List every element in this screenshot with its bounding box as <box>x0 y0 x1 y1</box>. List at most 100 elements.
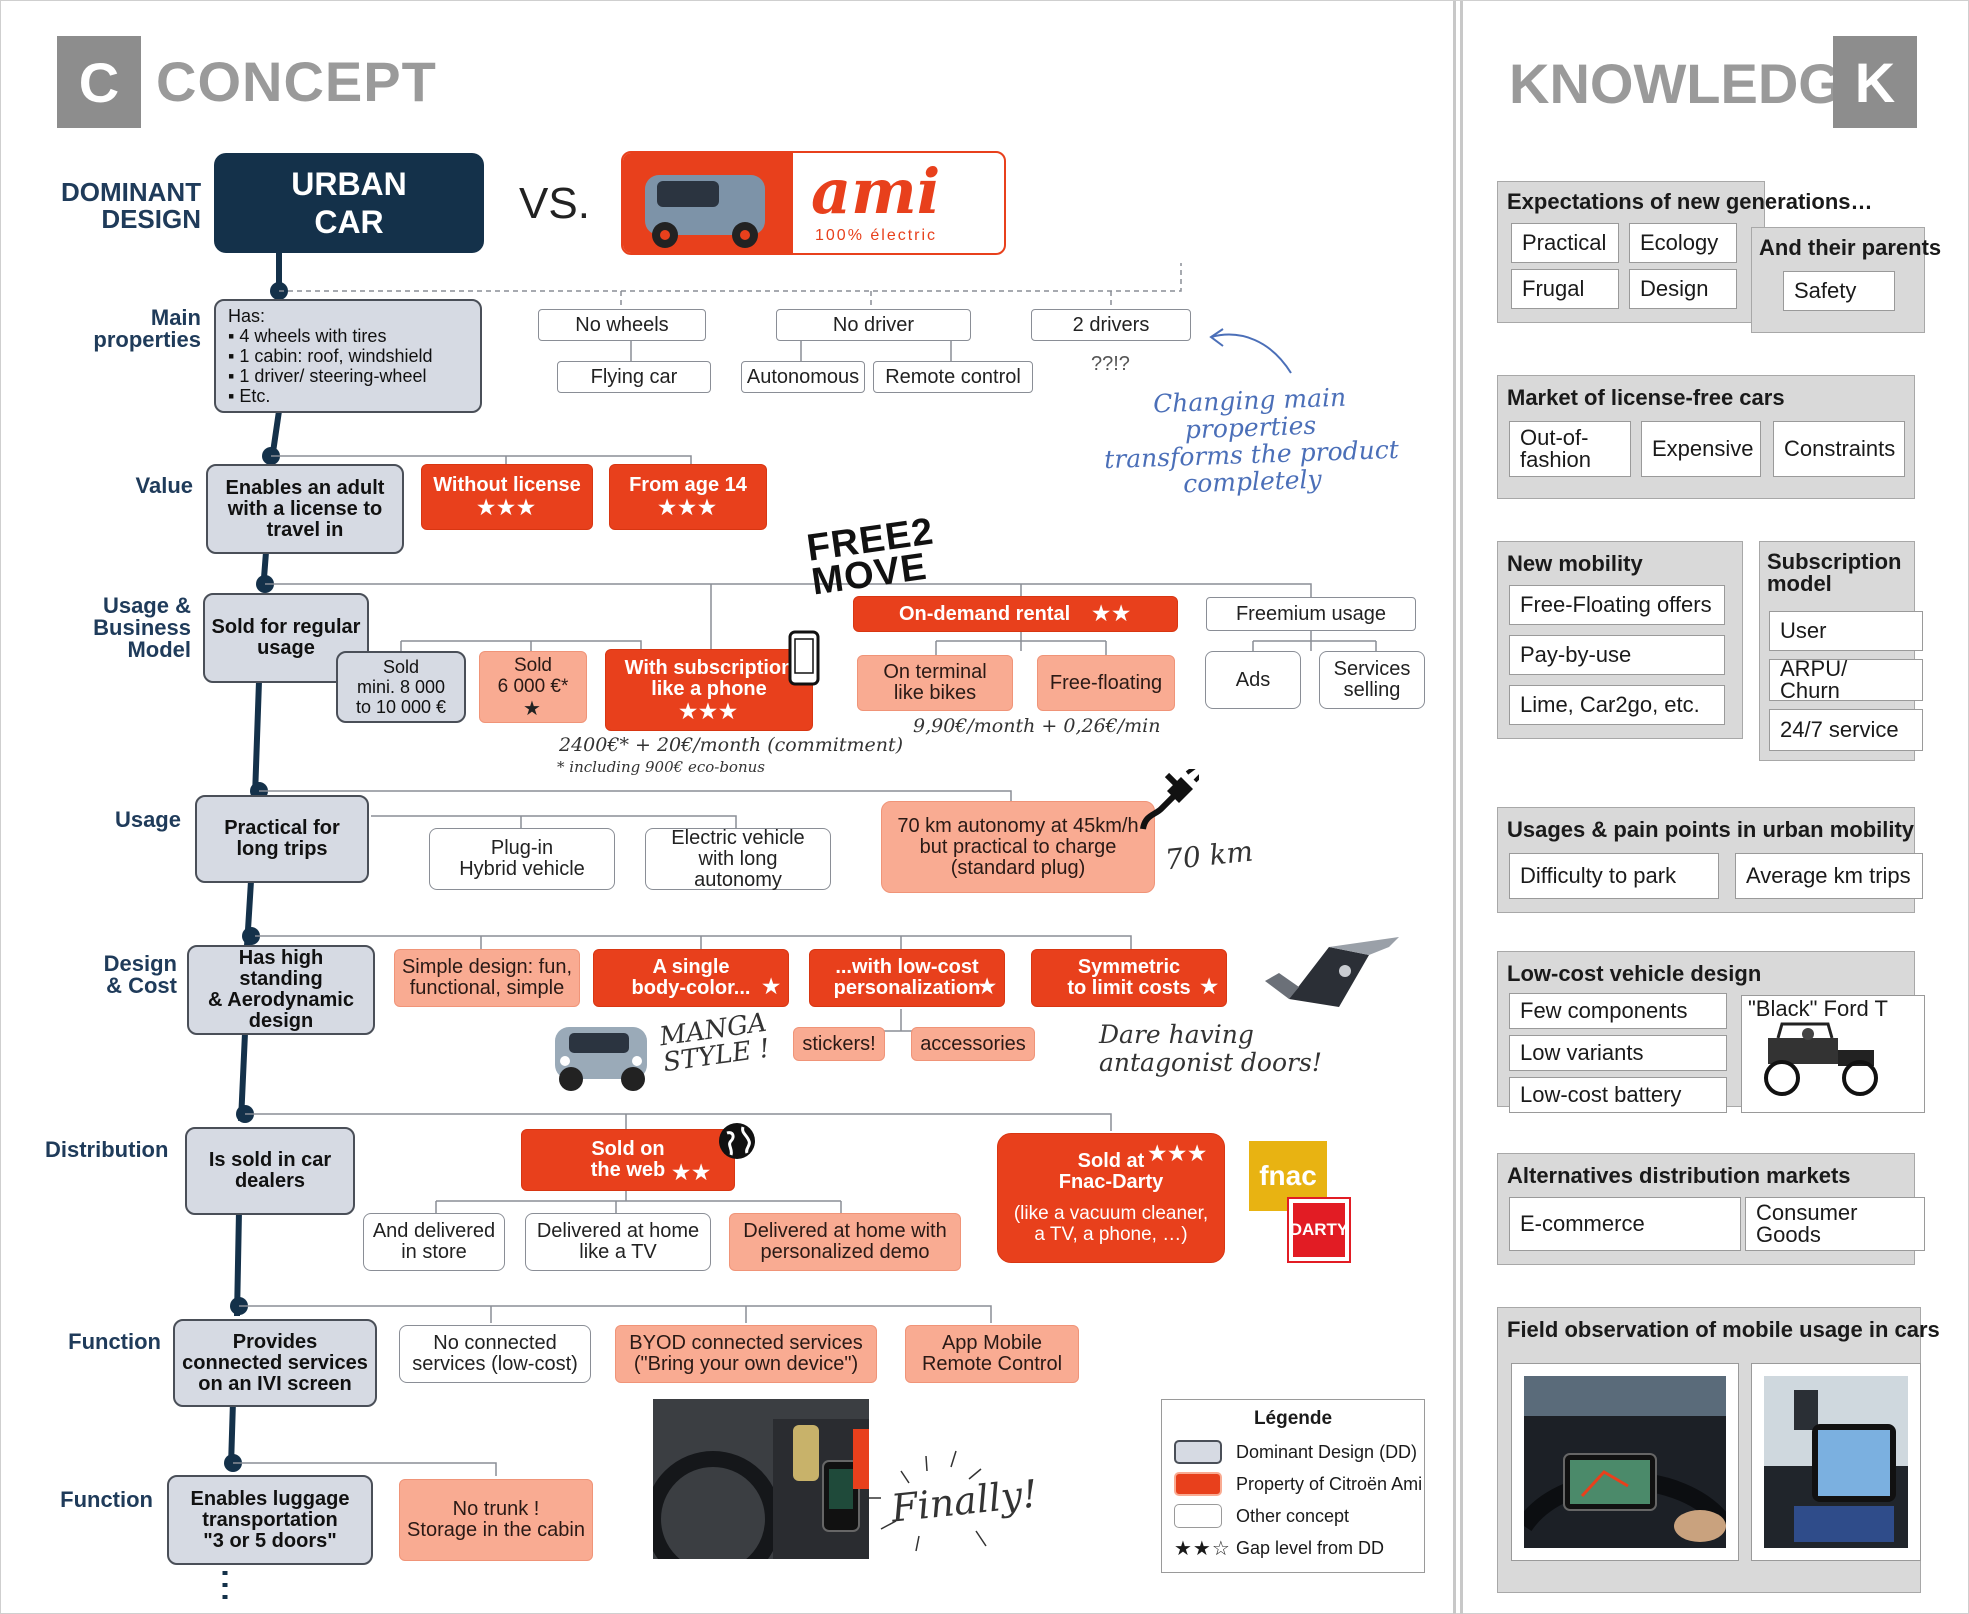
fnac-darty-stars: ★★★ <box>1148 1143 1208 1165</box>
sold-6000-text: Sold 6 000 €* <box>497 654 569 697</box>
k-item-arpu: ARPU/ Churn <box>1769 658 1923 702</box>
legend-item-ami: Property of Citroën Ami <box>1236 1474 1423 1494</box>
legend-item-other: Other concept <box>1236 1506 1350 1526</box>
k-alternatives-title: Alternatives distribution markets <box>1507 1163 1851 1188</box>
field-photo-1 <box>1511 1363 1739 1561</box>
sold-web-stars: ★★ <box>672 1162 712 1184</box>
sold-web-text: Sold on the web <box>590 1138 666 1181</box>
pricing-note: 9,90€/month + 0,26€/min <box>913 715 1161 737</box>
darty-logo: DARTY <box>1287 1197 1351 1263</box>
function1-label: Function <box>68 1329 161 1354</box>
stickers-box: stickers! <box>793 1027 885 1061</box>
k-parents-panel <box>1751 227 1925 333</box>
ami-banner: ami 100% électric <box>621 151 1006 255</box>
legend-swatch-ami <box>1174 1472 1222 1496</box>
on-demand-text: On-demand rental <box>899 602 1071 625</box>
globe-icon <box>719 1123 755 1159</box>
delivered-home-demo-box: Delivered at home with personalized demo <box>729 1213 961 1271</box>
sold-6000-box: Sold 6 000 €* ★ <box>479 651 587 723</box>
simple-design-box: Simple design: fun, functional, simple <box>394 949 580 1007</box>
subscription-box: With subscription like a phone ★★★ <box>605 649 813 731</box>
single-color-stars: ★ <box>762 976 780 998</box>
knowledge-title: KNOWLEDGE <box>1509 52 1880 115</box>
urban-car-box: URBAN CAR <box>214 153 484 253</box>
legend-swatch-dd <box>1174 1440 1222 1464</box>
k-item-practical: Practical <box>1511 223 1619 263</box>
autonomous-box: Autonomous <box>741 361 865 393</box>
usage-dd: Practical for long trips <box>195 795 369 883</box>
subscription-footnote: * including 900€ eco-bonus <box>557 758 765 776</box>
design-cost-label: Design & Cost <box>103 951 177 998</box>
autonomy-box: 70 km autonomy at 45km/h but practical t… <box>881 801 1155 893</box>
delivered-home-tv-box: Delivered at home like a TV <box>525 1213 711 1271</box>
usage-business-label: Usage & Business Model <box>93 593 191 662</box>
k-ford-t-card: "Black" Ford T <box>1741 995 1925 1113</box>
k-item-free-floating: Free-Floating offers <box>1509 585 1725 625</box>
legend-title: Légende <box>1253 1408 1333 1429</box>
ami-manga-car-image <box>555 1027 647 1091</box>
k-lowcost-title: Low-cost vehicle design <box>1507 961 1762 986</box>
legend-swatch-other <box>1174 1504 1222 1528</box>
from-age-stars: ★★★ <box>658 497 718 519</box>
legend-stars: ★★☆ <box>1174 1538 1231 1560</box>
ami-logo: ami <box>811 155 941 228</box>
no-trunk-box: No trunk ! Storage in the cabin <box>399 1479 593 1561</box>
k-item-expensive: Expensive <box>1641 421 1761 477</box>
concept-letter: C <box>78 50 120 114</box>
ami-tagline: 100% électric <box>815 227 938 244</box>
distribution-label: Distribution <box>45 1137 169 1162</box>
knowledge-letter-badge: K <box>1833 36 1917 128</box>
plugin-box: Plug-in Hybrid vehicle <box>429 828 615 890</box>
low-cost-box: ...with low-cost personalization ★ <box>809 949 1005 1007</box>
phone-icon <box>788 630 820 686</box>
knowledge-letter: K <box>1854 50 1896 114</box>
car-dashboard-phone-image <box>1516 1376 1734 1548</box>
flying-car-box: Flying car <box>557 361 711 393</box>
k-item-247: 24/7 service <box>1769 709 1923 751</box>
symmetric-stars: ★ <box>1200 976 1218 998</box>
legend-item-gap: Gap level from DD <box>1236 1538 1385 1558</box>
services-selling-box: Services selling <box>1319 651 1425 709</box>
function1-dd: Provides connected services on an IVI sc… <box>173 1319 377 1407</box>
single-color-text: A single body-color... <box>631 956 751 999</box>
k-item-constraints: Constraints <box>1773 421 1905 477</box>
byod-box: BYOD connected services ("Bring your own… <box>615 1325 877 1383</box>
question-marks: ??!? <box>1091 353 1130 375</box>
from-age-text: From age 14 <box>629 474 747 496</box>
doors-note: Dare having antagonist doors! <box>1099 1020 1322 1077</box>
low-cost-text: ...with low-cost personalization <box>833 956 981 999</box>
k-subscription-title: Subscription model <box>1767 549 1902 596</box>
on-terminal-box: On terminal like bikes <box>857 655 1013 711</box>
legend-item-dd: Dominant Design (DD) <box>1236 1442 1418 1462</box>
main-properties-note: Changing main properties transforms the … <box>1103 382 1400 499</box>
k-market-title: Market of license-free cars <box>1507 385 1785 410</box>
without-license-text: Without license <box>433 474 581 496</box>
k-new-mobility-title: New mobility <box>1507 551 1643 576</box>
single-color-box: A single body-color... ★ <box>593 949 789 1007</box>
design-dd: Has high standing & Aerodynamic design <box>187 945 375 1035</box>
sold-min-box: Sold mini. 8 000 to 10 000 € <box>336 651 466 723</box>
k-item-lime: Lime, Car2go, etc. <box>1509 685 1725 725</box>
k-parents-title: And their parents <box>1759 235 1942 260</box>
legend: Légende Dominant Design (DD) Property of… <box>1161 1399 1425 1573</box>
ford-t-image <box>1764 1022 1878 1096</box>
vs-text: VS. <box>519 179 590 228</box>
k-item-low-cost-battery: Low-cost battery <box>1509 1077 1727 1113</box>
no-connected-box: No connected services (low-cost) <box>399 1325 591 1383</box>
symmetric-text: Symmetric to limit costs <box>1067 956 1191 999</box>
ami-doors-image <box>1265 937 1399 1007</box>
no-trunk-text: No trunk ! Storage in the cabin <box>407 1498 585 1541</box>
ami-car-icon <box>645 175 765 248</box>
k-ford-t-label: "Black" Ford T <box>1748 996 1888 1021</box>
field-photo-2 <box>1751 1363 1921 1561</box>
k-item-few-components: Few components <box>1509 993 1727 1029</box>
accessories-box: accessories <box>911 1027 1035 1061</box>
k-item-average-km: Average km trips <box>1735 853 1923 899</box>
two-drivers-box: 2 drivers <box>1031 309 1191 341</box>
no-wheels-box: No wheels <box>538 309 706 341</box>
panel-divider <box>1453 1 1463 1614</box>
fnac-darty-note: (like a vacuum cleaner, a TV, a phone, …… <box>1013 1203 1209 1245</box>
subscription-note: 2400€* + 20€/month (commitment) <box>559 734 903 756</box>
concept-letter-badge: C <box>57 36 141 128</box>
